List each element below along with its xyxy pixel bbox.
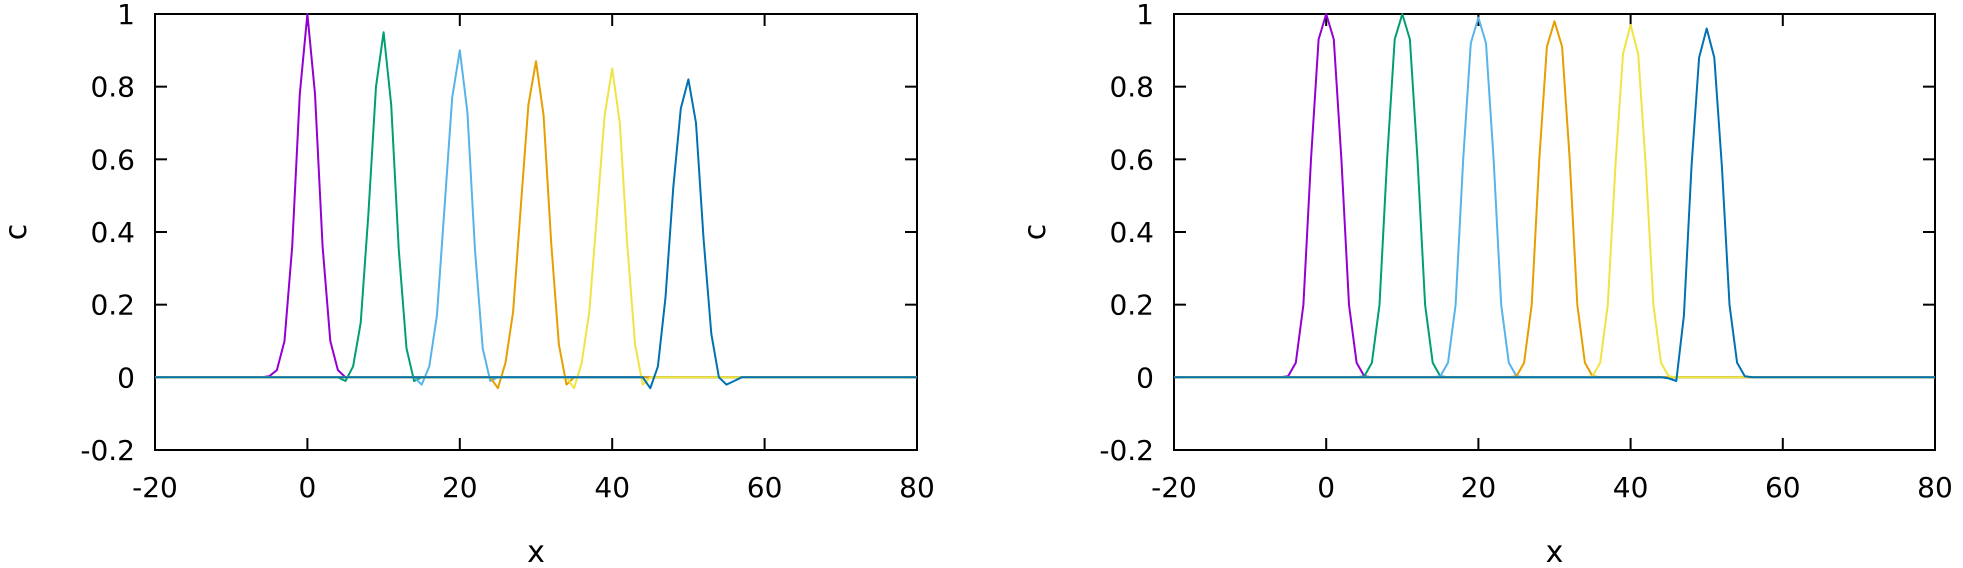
y-tick-label: -0.2 — [80, 434, 135, 467]
y-tick-label: 0 — [1136, 361, 1154, 394]
y-tick-label: 1 — [1136, 0, 1154, 31]
series-line-3 — [1174, 16, 1935, 379]
y-tick-label: 0.6 — [90, 143, 135, 176]
x-tick-label: -20 — [132, 471, 178, 504]
series-line-6 — [155, 78, 917, 390]
series-line-1 — [1174, 13, 1935, 379]
chart-left: -20 0 20 40 60 80 -0.2 0 0.2 0.4 0.6 0.8 1 x c — [0, 0, 935, 568]
x-tick-label: 40 — [594, 471, 630, 504]
series-line-6 — [1174, 27, 1935, 382]
y-axis-label: c — [1018, 224, 1053, 241]
x-axis-label: x — [1546, 535, 1564, 568]
y-tick-label: 0.2 — [90, 289, 135, 322]
x-tick-label: 40 — [1613, 471, 1649, 504]
series-line-4 — [1174, 20, 1935, 379]
y-tick-label: 0.6 — [1109, 143, 1154, 176]
y-tick-label: 0.8 — [90, 71, 135, 104]
y-tick-label: 1 — [117, 0, 135, 31]
series-line-5 — [1174, 23, 1935, 379]
series-line-2 — [1174, 13, 1935, 379]
x-tick-label: 20 — [1461, 471, 1497, 504]
x-tick-label: 60 — [1765, 471, 1801, 504]
chart-right: -20 0 20 40 60 80 -0.2 0 0.2 0.4 0.6 0.8 1 x c — [1018, 0, 1953, 568]
series-line-2 — [155, 31, 917, 382]
x-tick-label: 80 — [1917, 471, 1953, 504]
x-tick-label: 80 — [899, 471, 935, 504]
series-line-1 — [155, 13, 917, 379]
x-tick-label: 60 — [747, 471, 783, 504]
plot-frame — [154, 13, 918, 451]
y-tick-label: -0.2 — [1099, 434, 1154, 467]
plot-frame — [1173, 13, 1936, 451]
y-tick-label: 0.2 — [1109, 289, 1154, 322]
x-tick-label: 0 — [1317, 471, 1335, 504]
y-tick-label: 0 — [117, 361, 135, 394]
y-axis-label: c — [0, 224, 34, 241]
y-tick-label: 0.8 — [1109, 71, 1154, 104]
x-tick-label: 0 — [298, 471, 316, 504]
x-tick-label: -20 — [1151, 471, 1197, 504]
series-line-3 — [155, 49, 917, 386]
y-tick-label: 0.4 — [90, 216, 135, 249]
x-tick-label: 20 — [442, 471, 478, 504]
x-axis-label: x — [527, 535, 545, 568]
series-line-5 — [155, 67, 917, 390]
y-tick-label: 0.4 — [1109, 216, 1154, 249]
series-line-4 — [155, 60, 917, 390]
